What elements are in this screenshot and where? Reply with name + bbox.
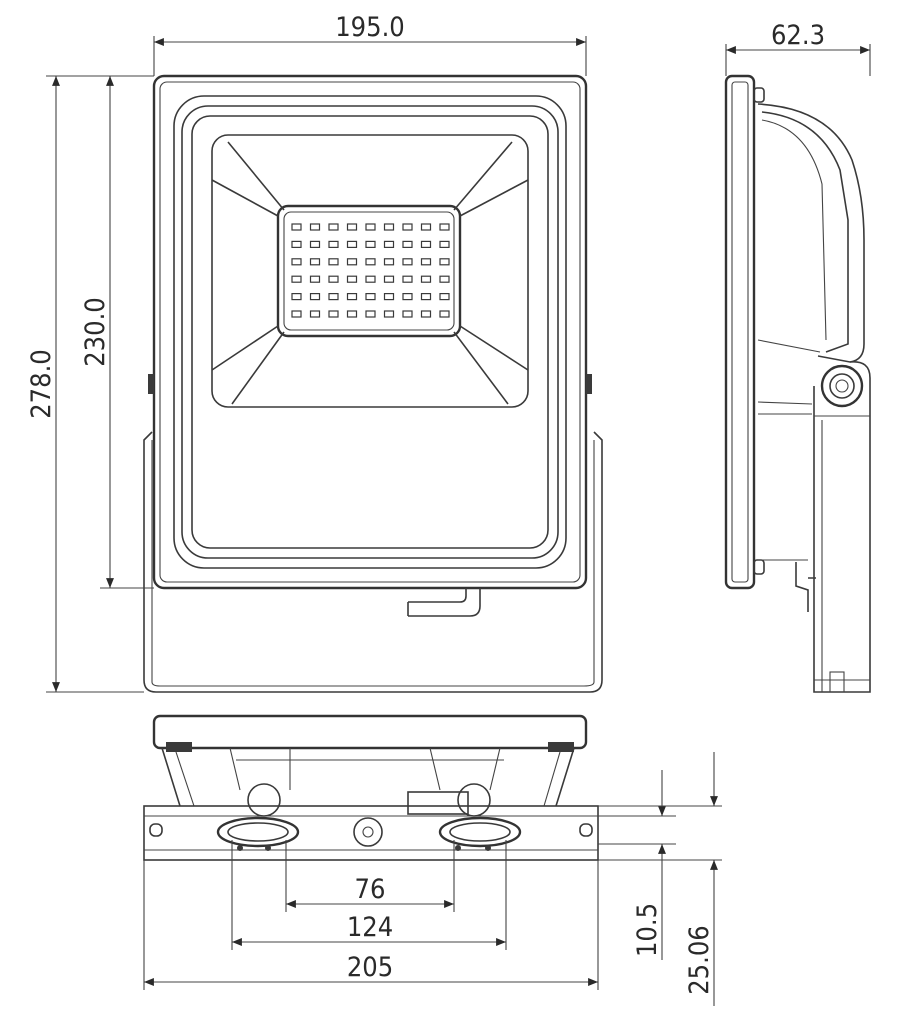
led-chip xyxy=(291,223,302,231)
led-chip xyxy=(328,240,339,248)
led-chip xyxy=(328,258,339,266)
led-chip xyxy=(420,310,432,318)
inner-frame xyxy=(173,95,567,569)
led-chip xyxy=(383,258,395,266)
led-chip xyxy=(346,240,358,248)
dim-total-height: 278.0 xyxy=(26,349,57,419)
led-chip xyxy=(291,310,302,318)
led-chip-grid xyxy=(291,223,450,318)
led-chip xyxy=(365,258,376,266)
led-chip xyxy=(309,223,321,231)
led-chip xyxy=(365,275,376,283)
led-chip xyxy=(383,240,395,248)
bottom-bracket-bar xyxy=(143,805,599,861)
led-chip xyxy=(439,275,450,283)
led-chip xyxy=(402,310,413,318)
dim-bracket-offset: 25.06 xyxy=(684,925,715,995)
led-chip xyxy=(383,293,395,301)
led-chip xyxy=(309,240,321,248)
led-chip xyxy=(402,275,413,283)
dim-bracket-thickness: 10.5 xyxy=(632,903,663,957)
led-chip xyxy=(328,223,339,231)
led-board xyxy=(276,204,462,338)
led-chip xyxy=(328,310,339,318)
side-view xyxy=(724,74,871,693)
led-chip xyxy=(291,240,302,248)
led-chip xyxy=(402,223,413,231)
led-chip xyxy=(439,223,450,231)
housing-outer xyxy=(152,74,588,590)
reflector xyxy=(211,134,529,408)
front-view xyxy=(143,74,603,693)
led-chip xyxy=(420,240,432,248)
led-chip xyxy=(383,223,395,231)
dim-side-depth: 62.3 xyxy=(771,20,825,51)
dimension-lines: 195.0 62.3 278.0 230.0 76 124 205 xyxy=(26,12,871,1006)
bolt-right xyxy=(438,816,522,848)
bottom-heatsink xyxy=(161,747,575,807)
front-bracket xyxy=(143,431,603,693)
center-hole xyxy=(353,817,383,847)
led-chip xyxy=(439,293,450,301)
pivot-knob xyxy=(820,364,864,408)
led-chip xyxy=(309,293,321,301)
side-front-plate xyxy=(724,74,756,590)
led-chip xyxy=(291,258,302,266)
led-chip xyxy=(365,293,376,301)
bottom-top-plate xyxy=(152,714,588,750)
led-chip xyxy=(439,258,450,266)
led-chip xyxy=(309,258,321,266)
dim-hole-spacing-inner: 76 xyxy=(355,874,386,905)
led-chip xyxy=(420,275,432,283)
led-chip xyxy=(420,258,432,266)
led-chip xyxy=(365,310,376,318)
side-bracket xyxy=(813,361,871,693)
led-chip xyxy=(383,310,395,318)
led-chip xyxy=(439,240,450,248)
cable-gland xyxy=(407,588,481,617)
led-chip xyxy=(346,293,358,301)
dim-body-height: 230.0 xyxy=(80,297,111,367)
side-body xyxy=(757,103,865,363)
led-chip xyxy=(346,258,358,266)
led-chip xyxy=(328,275,339,283)
dim-bracket-width: 205 xyxy=(347,952,393,983)
led-chip xyxy=(346,223,358,231)
led-chip xyxy=(328,293,339,301)
led-chip xyxy=(365,223,376,231)
led-chip xyxy=(383,275,395,283)
led-chip xyxy=(309,275,321,283)
led-chip xyxy=(439,310,450,318)
led-chip xyxy=(402,258,413,266)
led-chip xyxy=(291,275,302,283)
led-chip xyxy=(291,293,302,301)
bottom-view xyxy=(143,714,599,861)
led-chip xyxy=(420,293,432,301)
led-chip xyxy=(365,240,376,248)
led-chip xyxy=(346,310,358,318)
bolt-left xyxy=(216,816,300,848)
led-chip xyxy=(346,275,358,283)
led-chip xyxy=(420,223,432,231)
dim-hole-spacing-outer: 124 xyxy=(347,912,393,943)
led-chip xyxy=(402,240,413,248)
led-chip xyxy=(309,310,321,318)
dim-top-width: 195.0 xyxy=(335,12,405,43)
led-chip xyxy=(402,293,413,301)
